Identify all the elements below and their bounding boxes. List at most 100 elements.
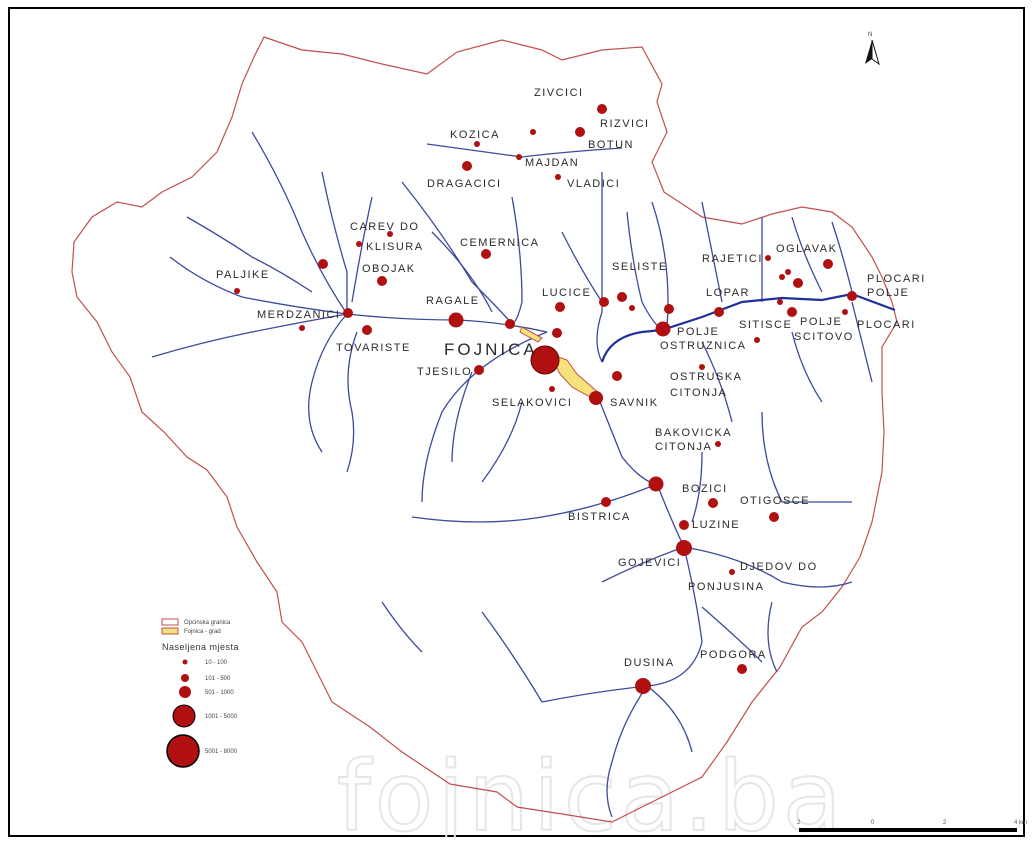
settlement-marker[interactable] — [575, 127, 585, 137]
settlement-marker[interactable] — [648, 476, 664, 492]
settlement-label: PALJIKE — [216, 269, 270, 281]
settlement-marker[interactable] — [599, 297, 609, 307]
settlement-marker[interactable] — [555, 174, 561, 180]
settlement-label: OGLAVAK — [776, 243, 837, 255]
settlement-marker[interactable] — [793, 278, 803, 288]
scale-tick-label: 0 — [871, 820, 875, 826]
settlement-label: CITONJA — [670, 387, 727, 399]
settlement-label: RIZVICI — [600, 118, 650, 130]
settlement-marker[interactable] — [842, 309, 848, 315]
settlement-marker-fojnica[interactable] — [530, 345, 560, 375]
settlement-marker[interactable] — [715, 441, 721, 447]
settlement-marker[interactable] — [635, 678, 651, 694]
scale-tick-label: 2 — [943, 820, 947, 826]
settlement-label: POLJE — [800, 316, 842, 328]
settlement-label: RAGALE — [426, 295, 480, 307]
settlement-marker[interactable] — [655, 321, 671, 337]
settlement-marker[interactable] — [787, 307, 797, 317]
settlement-marker[interactable] — [629, 305, 635, 311]
scale-bar: 2 0 2 4 km — [797, 820, 1027, 832]
settlement-marker[interactable] — [474, 141, 480, 147]
settlement-label: SAVNIK — [610, 397, 659, 409]
settlement-label: TOVARISTE — [336, 342, 411, 354]
settlement-label: MERDZANICI — [257, 309, 340, 321]
settlement-label: DUSINA — [624, 657, 675, 669]
settlement-marker[interactable] — [555, 302, 565, 312]
settlement-marker[interactable] — [448, 312, 464, 328]
legend-town-swatch — [161, 627, 179, 635]
settlement-marker[interactable] — [362, 325, 372, 335]
settlement-label: TJESILO — [417, 366, 472, 378]
settlement-marker[interactable] — [777, 299, 783, 305]
settlement-marker[interactable] — [356, 241, 362, 247]
settlement-marker[interactable] — [823, 259, 833, 269]
legend-symbol — [172, 704, 196, 728]
map-legend: Opcinska granica Fojnica - grad Naseljen… — [161, 618, 239, 768]
settlement-label: PLOCARI — [857, 319, 916, 331]
municipality-boundary — [71, 36, 898, 823]
legend-class-label: 101 - 500 — [205, 676, 231, 682]
settlement-marker[interactable] — [708, 498, 718, 508]
settlement-marker[interactable] — [318, 259, 328, 269]
settlement-marker[interactable] — [601, 497, 611, 507]
settlement-label: DJEDOV DO — [740, 561, 818, 573]
settlement-marker[interactable] — [299, 325, 305, 331]
settlement-marker[interactable] — [462, 161, 472, 171]
settlement-marker[interactable] — [505, 319, 515, 329]
settlement-marker[interactable] — [474, 365, 484, 375]
settlement-marker[interactable] — [785, 269, 791, 275]
settlement-marker[interactable] — [699, 364, 705, 370]
settlement-marker[interactable] — [729, 569, 735, 575]
settlement-label: PONJUSINA — [688, 581, 764, 593]
settlement-marker[interactable] — [343, 308, 353, 318]
settlement-label: ZIVCICI — [534, 87, 584, 99]
settlement-label: DRAGACICI — [427, 178, 502, 190]
settlement-label: SITISCE — [739, 319, 792, 331]
settlement-marker[interactable] — [549, 386, 555, 392]
main-river — [600, 292, 896, 363]
settlement-marker[interactable] — [516, 154, 522, 160]
settlement-label: OBOJAK — [362, 263, 416, 275]
legend-symbol — [181, 674, 189, 682]
north-arrow-icon: N — [865, 32, 880, 66]
watermark: fojnica.ba — [337, 741, 846, 839]
settlement-label: PODGORA — [700, 649, 767, 661]
settlement-marker[interactable] — [552, 328, 562, 338]
settlement-marker[interactable] — [589, 391, 603, 405]
river-network — [151, 131, 873, 818]
settlement-label: RAJETICI — [702, 253, 763, 265]
settlement-marker[interactable] — [676, 540, 692, 556]
settlement-marker[interactable] — [779, 274, 785, 280]
settlement-marker[interactable] — [387, 231, 393, 237]
legend-title: Naseljena mjesta — [162, 642, 239, 652]
legend-class-label: 5001 - 8000 — [205, 749, 238, 755]
settlement-label: GOJEVICI — [618, 557, 681, 569]
settlement-marker[interactable] — [847, 291, 857, 301]
settlement-label: BOZICI — [682, 483, 728, 495]
settlement-label: SELAKOVICI — [492, 397, 572, 409]
legend-class-label: 10 - 100 — [205, 660, 228, 666]
settlement-marker[interactable] — [612, 371, 622, 381]
settlement-marker[interactable] — [754, 337, 760, 343]
settlement-label: LOPAR — [706, 287, 750, 299]
settlement-marker[interactable] — [737, 664, 747, 674]
settlement-marker[interactable] — [377, 276, 387, 286]
settlement-marker[interactable] — [679, 520, 689, 530]
settlement-marker[interactable] — [597, 104, 607, 114]
settlement-marker[interactable] — [617, 292, 627, 302]
legend-symbol — [182, 659, 188, 665]
settlement-label: PLOCARI — [867, 273, 926, 285]
settlement-label: OTIGOSCE — [740, 495, 810, 507]
settlement-marker[interactable] — [664, 304, 674, 314]
settlement-marker[interactable] — [769, 512, 779, 522]
settlement-marker[interactable] — [714, 307, 724, 317]
settlement-marker[interactable] — [765, 255, 771, 261]
settlement-label: CAREV DO — [350, 221, 419, 233]
settlement-marker[interactable] — [481, 249, 491, 259]
settlement-marker[interactable] — [234, 288, 240, 294]
settlement-label: KOZICA — [450, 129, 500, 141]
map-canvas: fojnica.ba — [71, 32, 1027, 839]
settlement-label: KLISURA — [366, 241, 424, 253]
scale-tick-label: 4 — [1014, 820, 1018, 826]
settlement-marker[interactable] — [530, 129, 536, 135]
